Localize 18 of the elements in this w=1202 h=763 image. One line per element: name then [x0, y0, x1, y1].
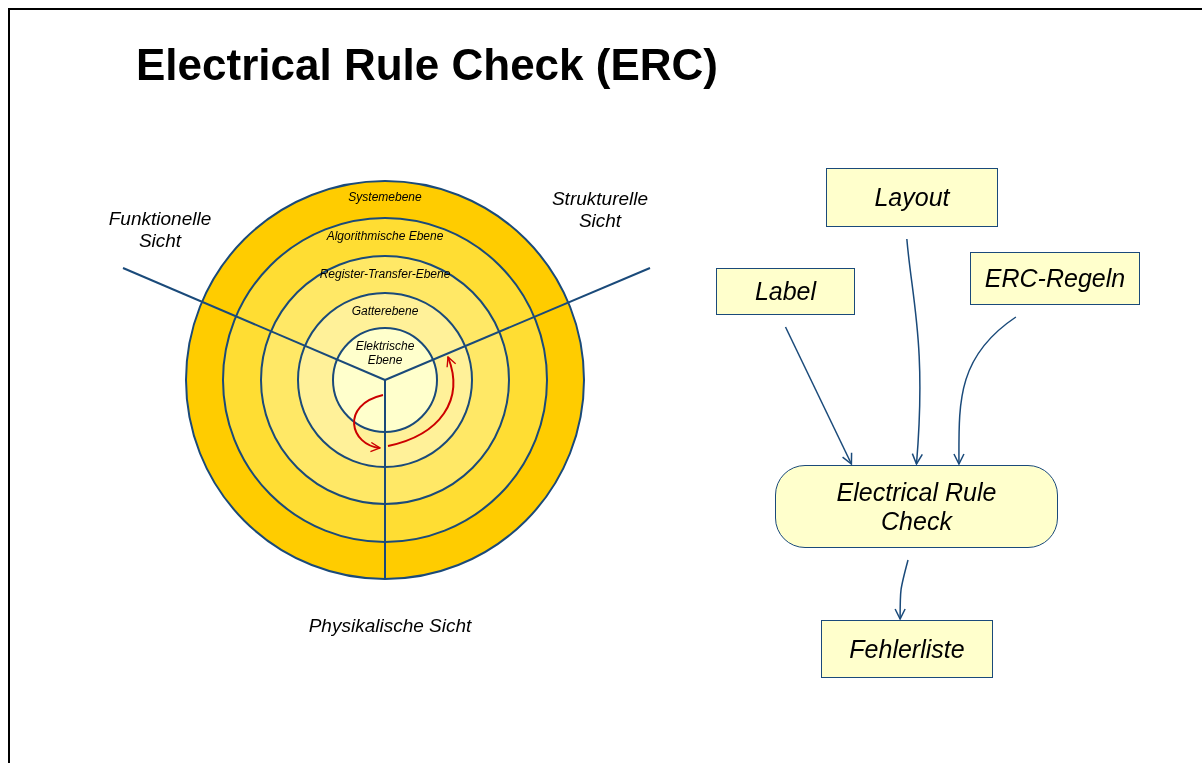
- level-label: Systemebene: [348, 190, 422, 204]
- view-label: Strukturelle Sicht: [550, 188, 650, 232]
- input-box: Fehlerliste: [821, 620, 993, 678]
- view-label: Physikalische Sicht: [307, 615, 473, 637]
- level-label: Gatterebene: [351, 304, 419, 318]
- view-label: Funktionelle Sicht: [107, 208, 213, 252]
- input-box: Layout: [826, 168, 998, 227]
- arrow: [784, 326, 853, 465]
- level-label: Algorithmische Ebene: [326, 229, 444, 243]
- input-box: Label: [716, 268, 855, 315]
- level-label: Register-Transfer-Ebene: [319, 267, 451, 281]
- diagram-title: Electrical Rule Check (ERC): [136, 40, 718, 90]
- arrow: [894, 559, 909, 620]
- arrow: [906, 238, 923, 465]
- process-box: Electrical Rule Check: [775, 465, 1058, 548]
- level-label: Elektrische Ebene: [355, 339, 415, 367]
- input-box: ERC-Regeln: [970, 252, 1140, 305]
- arrow: [953, 316, 1017, 465]
